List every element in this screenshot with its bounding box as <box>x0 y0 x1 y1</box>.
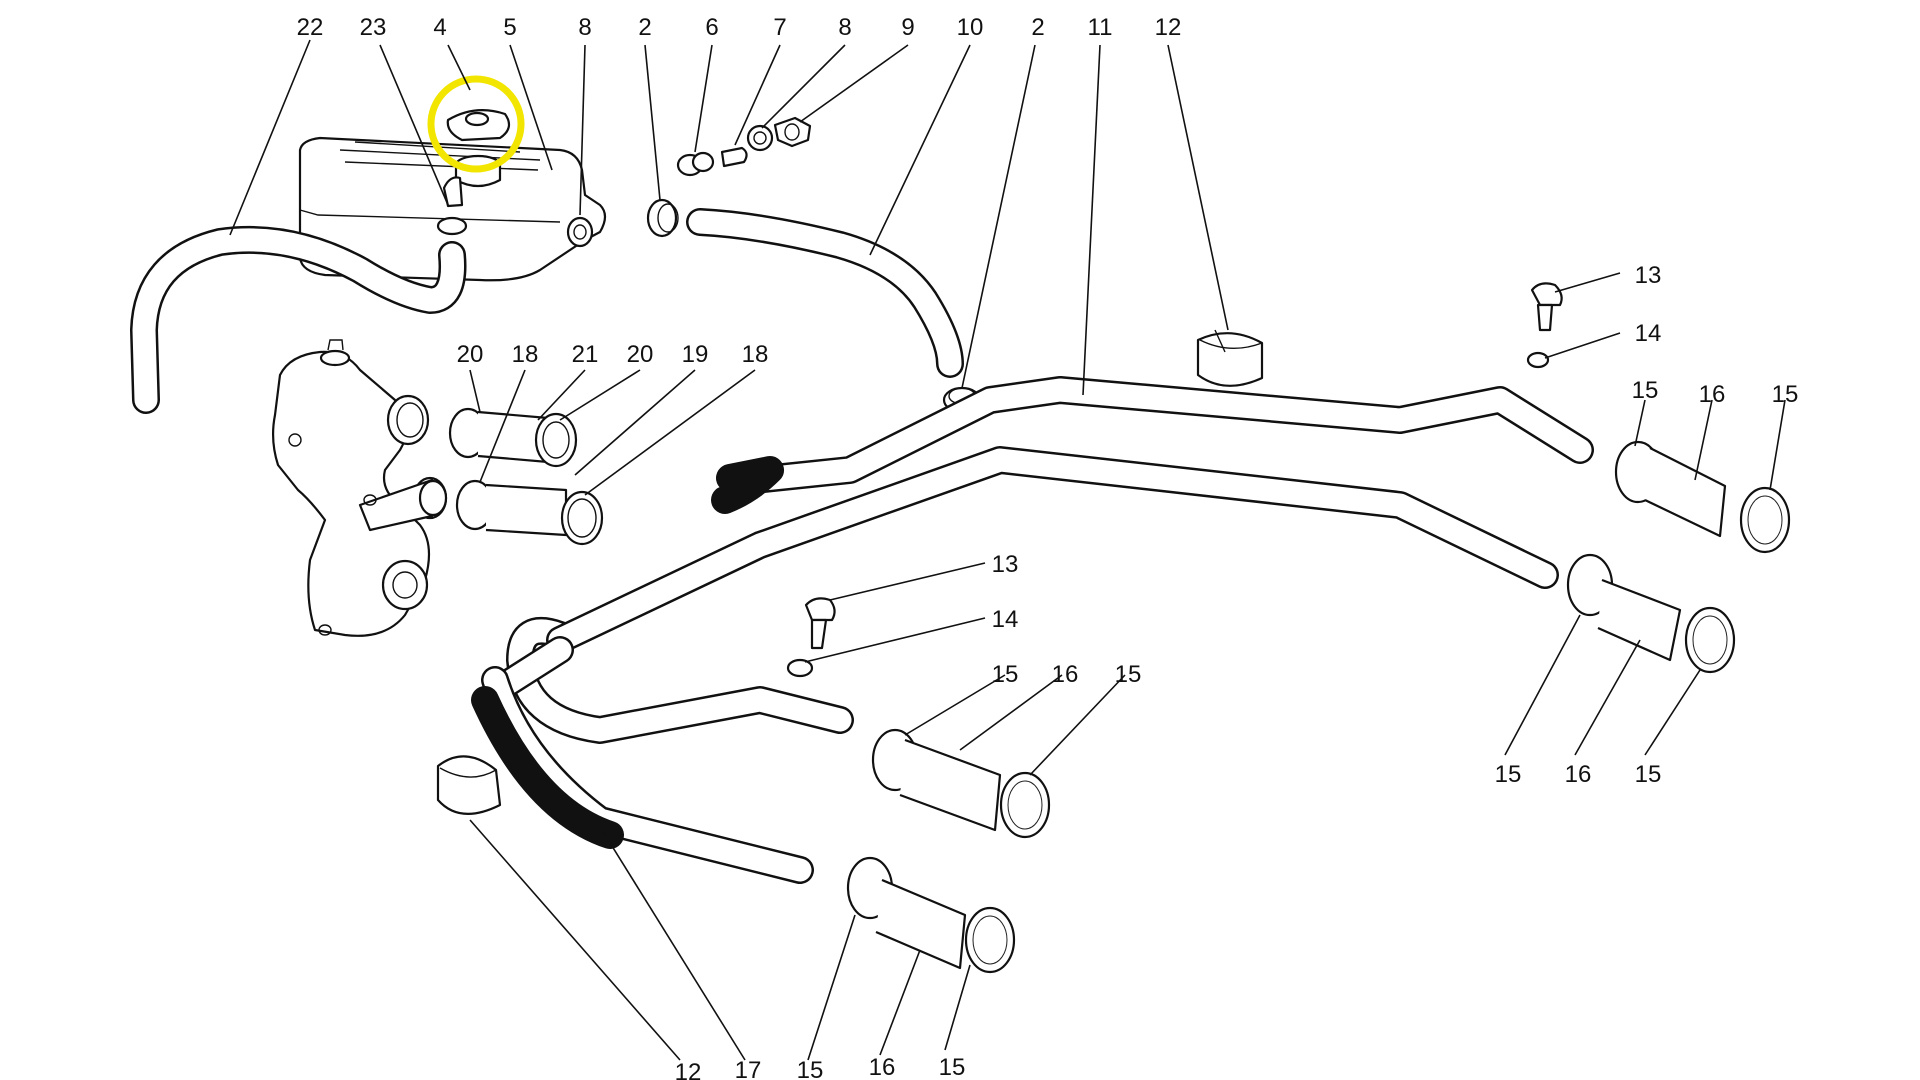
callout-16d: 16 <box>869 1054 896 1080</box>
callout-17: 17 <box>735 1057 762 1080</box>
callout-15a: 15 <box>1632 377 1659 404</box>
expansion-tank <box>298 136 607 282</box>
highlight-ring <box>427 75 525 173</box>
callout-15b: 15 <box>1772 381 1799 408</box>
hose-set-middle <box>871 728 1051 839</box>
hose-10 <box>686 208 964 378</box>
callout-13b: 13 <box>992 551 1019 578</box>
callout-15e: 15 <box>1495 761 1522 788</box>
callout-16a: 16 <box>1699 381 1726 408</box>
coolant-pipe-11 <box>506 376 1594 744</box>
bolt-13-lower <box>786 597 836 678</box>
coolant-pipe-17 <box>471 666 814 884</box>
callout-14a: 14 <box>1635 320 1662 347</box>
callout-14b: 14 <box>992 606 1019 633</box>
callout-15f: 15 <box>1635 761 1662 788</box>
callout-23: 23 <box>360 14 387 41</box>
callout-15g: 15 <box>797 1057 824 1080</box>
callout-20a: 20 <box>457 341 484 368</box>
callout-21: 21 <box>572 341 599 368</box>
callout-labels: 22 23 4 5 8 2 6 7 8 9 10 2 11 12 20 18 2… <box>297 14 1799 1080</box>
leader-lines <box>229 39 1786 1061</box>
coolant-pipe-return <box>491 446 1559 699</box>
fitting-parts-6-9 <box>676 116 812 177</box>
short-hose-lower <box>455 479 604 546</box>
rubber-grommet-12-lower <box>436 755 502 815</box>
overflow-hose <box>130 225 467 414</box>
callout-4[interactable]: 4 <box>433 14 446 41</box>
callout-13a: 13 <box>1635 262 1662 289</box>
callout-2a: 2 <box>638 14 651 41</box>
callout-10: 10 <box>957 14 984 41</box>
callout-2b: 2 <box>1031 14 1044 41</box>
callout-19: 19 <box>682 341 709 368</box>
callout-22: 22 <box>297 14 324 41</box>
callout-7: 7 <box>773 14 786 41</box>
rubber-grommet-12-upper <box>1196 329 1264 387</box>
callout-11: 11 <box>1088 14 1113 41</box>
bolt-13-upper <box>1526 282 1563 369</box>
callout-12a: 12 <box>1155 14 1182 41</box>
callout-9: 9 <box>901 14 914 41</box>
callout-12b: 12 <box>675 1059 702 1080</box>
hose-set-bottom <box>846 856 1016 974</box>
tank-hose-clamp <box>436 176 468 236</box>
callout-18a: 18 <box>512 341 539 368</box>
hose-set-right-lower <box>1566 553 1736 674</box>
hose-clamp-2a <box>646 198 679 238</box>
callout-18b: 18 <box>742 341 769 368</box>
callout-5: 5 <box>503 14 516 41</box>
callout-16b: 16 <box>1052 661 1079 688</box>
short-hose-upper <box>448 407 578 468</box>
water-pump-housing <box>271 339 448 637</box>
callout-15c: 15 <box>992 661 1019 688</box>
hose-set-right-upper <box>1614 440 1791 554</box>
callout-15h: 15 <box>939 1054 966 1080</box>
callout-8b: 8 <box>838 14 851 41</box>
callout-8a: 8 <box>578 14 591 41</box>
callout-16c: 16 <box>1565 761 1592 788</box>
callout-6: 6 <box>705 14 718 41</box>
callout-15d: 15 <box>1115 661 1142 688</box>
callout-20b: 20 <box>627 341 654 368</box>
